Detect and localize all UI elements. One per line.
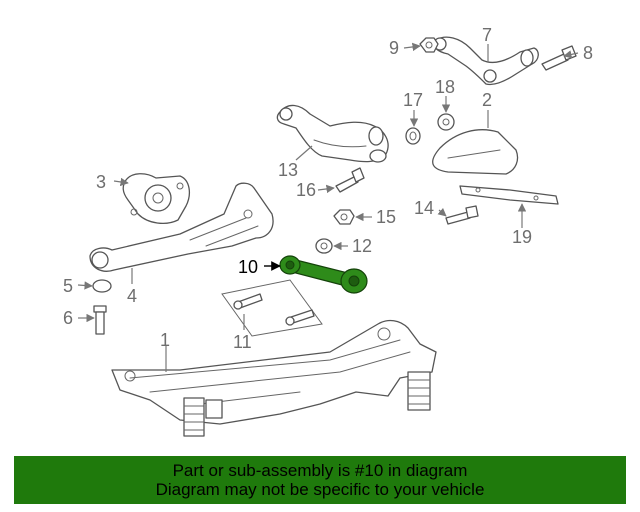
part-12-washer[interactable] xyxy=(315,238,333,254)
callout-16: 16 xyxy=(296,180,316,200)
callout-labels: 1 2 3 4 5 6 7 8 9 10 11 12 13 14 15 16 1… xyxy=(63,25,593,352)
callout-18: 18 xyxy=(435,77,455,97)
callout-3: 3 xyxy=(96,172,106,192)
part-9-nut[interactable] xyxy=(419,37,439,53)
banner-line-2: Diagram may not be specific to your vehi… xyxy=(155,480,485,499)
part-info-banner: Part or sub-assembly is #10 in diagram D… xyxy=(14,456,626,504)
part-15-nut[interactable] xyxy=(333,209,355,225)
part-8-bolt[interactable] xyxy=(541,45,577,71)
leader-lines xyxy=(77,42,579,372)
callout-7: 7 xyxy=(482,25,492,45)
part-10-lateral-link[interactable] xyxy=(279,255,368,294)
part-3-knuckle[interactable] xyxy=(122,173,191,225)
part-16-bolt[interactable] xyxy=(335,167,365,193)
part-17-bushing[interactable] xyxy=(405,127,421,145)
callout-6: 6 xyxy=(63,308,73,328)
callout-14: 14 xyxy=(414,198,434,218)
part-18-bushing[interactable] xyxy=(437,113,455,131)
callout-4: 4 xyxy=(127,286,137,306)
callout-1: 1 xyxy=(160,330,170,350)
part-11-bolt-kit[interactable] xyxy=(221,279,323,337)
callout-17: 17 xyxy=(403,90,423,110)
part-1-subframe[interactable] xyxy=(111,319,437,437)
callout-5: 5 xyxy=(63,276,73,296)
part-6-bolt[interactable] xyxy=(93,305,107,335)
callout-19: 19 xyxy=(512,227,532,247)
callout-9: 9 xyxy=(389,38,399,58)
part-2-cover[interactable] xyxy=(432,129,519,175)
exploded-parts-diagram: 1 2 3 4 5 6 7 8 9 10 11 12 13 14 15 16 1… xyxy=(63,25,593,437)
part-14-bolt[interactable] xyxy=(445,205,479,225)
part-5-bushing[interactable] xyxy=(92,279,112,293)
callout-13: 13 xyxy=(278,160,298,180)
part-13-lower-arm[interactable] xyxy=(276,104,389,163)
part-4-trailing-arm[interactable] xyxy=(89,182,274,272)
banner-line-1: Part or sub-assembly is #10 in diagram xyxy=(172,461,468,480)
callout-11: 11 xyxy=(233,332,252,352)
part-7-upper-arm[interactable] xyxy=(433,36,539,86)
callout-10: 10 xyxy=(238,257,258,277)
part-19-bracket[interactable] xyxy=(459,185,559,205)
callout-12: 12 xyxy=(352,236,372,256)
callout-8: 8 xyxy=(583,43,593,63)
callout-2: 2 xyxy=(482,90,492,110)
callout-15: 15 xyxy=(376,207,396,227)
